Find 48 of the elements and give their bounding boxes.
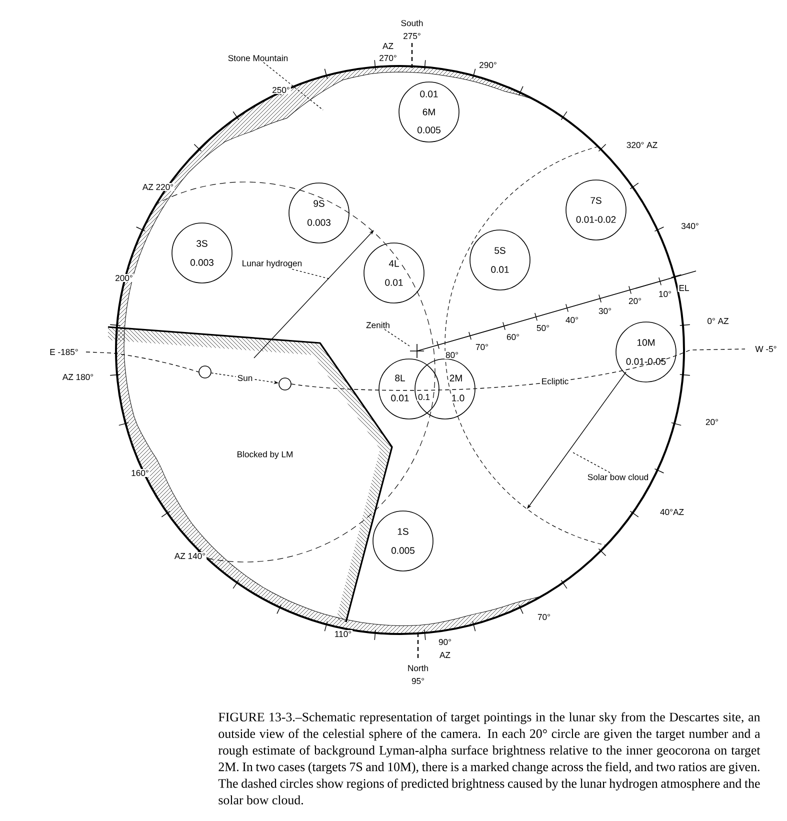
azimuth-label: 0° AZ — [706, 316, 730, 326]
azimuth-label: 320° AZ — [625, 140, 659, 150]
elevation-label: 30° — [598, 306, 612, 316]
azimuth-label: 90° — [438, 638, 452, 646]
elevation-label: 40° — [564, 316, 580, 324]
direction-label: North — [406, 664, 430, 672]
leader-line — [572, 452, 610, 473]
azimuth-label: 275° — [402, 32, 422, 40]
azimuth-label: 20° — [704, 418, 720, 426]
leader-line — [292, 268, 330, 280]
azimuth-label: AZ 140° — [173, 552, 207, 560]
callout-text: Lunar hydrogen — [242, 260, 302, 268]
azimuth-label: AZ — [382, 42, 394, 50]
elevation-label: EL — [678, 284, 690, 292]
azimuth-label: 95° — [410, 676, 426, 686]
elevation-label: 20° — [628, 296, 642, 306]
leader-line — [263, 62, 324, 110]
azimuth-label: 250° — [271, 86, 291, 94]
zenith-marker — [410, 344, 424, 358]
azimuth-label: 200° — [114, 274, 134, 282]
ecliptic-label: Ecliptic — [540, 377, 570, 387]
azimuth-label: AZ — [438, 651, 452, 659]
elevation-label: 10° — [658, 290, 672, 298]
sun-circle — [278, 378, 292, 390]
callout-text: Zenith — [366, 322, 390, 328]
azimuth-label: 160° — [130, 468, 150, 478]
azimuth-label: 270° — [378, 54, 398, 62]
azimuth-label: AZ 220° — [141, 182, 175, 192]
figure-caption: FIGURE 13-3.–Schematic representation of target pointings in the lunar sky from the Descartes site, an outside view of the celestial sphere of the camera. In each 20° circle are given the target number and a rough estimate of background Lyman-alpha surface brightness relative to the inner geocorona on target 2M. In two cases (targets 7S and 10M), there is a marked change across the field, and two ratios are given. The dashed circles show regions of predicted brightness caused by the lunar hydrogen atmosphere and the solar bow cloud. — [218, 712, 760, 804]
overlap-value: 0.1 — [417, 392, 431, 402]
callout-text: Stone Mountain — [228, 54, 288, 62]
azimuth-label: W -5° — [754, 344, 778, 354]
azimuth-label: 110° — [333, 630, 353, 638]
region-label: Blocked by LM — [236, 450, 294, 460]
azimuth-label: 290° — [478, 60, 498, 70]
elevation-label: 70° — [474, 342, 490, 352]
azimuth-label: 40°AZ — [659, 508, 685, 516]
edge-label: Sun — [236, 373, 254, 383]
azimuth-label: E -185° — [48, 348, 80, 356]
elevation-label: 60° — [506, 332, 520, 342]
azimuth-label: 70° — [536, 612, 552, 622]
elevation-label: 50° — [536, 324, 550, 332]
sun-circle — [198, 366, 212, 378]
callout-text: Solar bow cloud — [588, 474, 648, 480]
azimuth-label: 340° — [680, 222, 700, 230]
direction-label: South — [400, 18, 424, 28]
azimuth-label: AZ 180° — [61, 372, 95, 382]
elevation-label: 80° — [444, 350, 460, 360]
